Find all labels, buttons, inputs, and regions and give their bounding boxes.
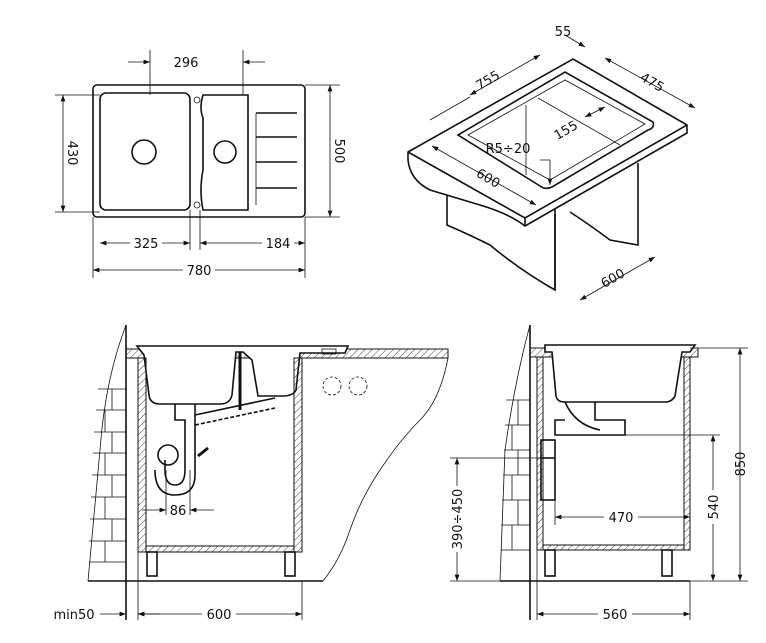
left-drain-icon	[131, 139, 157, 165]
dim-475: 475	[637, 70, 666, 95]
dim-850: 850	[734, 452, 749, 477]
dim-560: 560	[603, 608, 628, 623]
tap-hole-icon	[348, 376, 368, 396]
tap-hole-icon	[322, 376, 342, 396]
siphon-side	[540, 401, 626, 501]
sink-outline	[92, 84, 306, 218]
dim-780: 780	[187, 264, 212, 279]
dim-430: 430	[64, 141, 79, 166]
plan-view: 296 430 500 325 184 780	[55, 50, 346, 279]
dim-55: 55	[555, 25, 572, 40]
sink-opening	[456, 71, 655, 190]
dim-470: 470	[609, 511, 634, 526]
sink-profile-side	[544, 344, 697, 403]
dim-540: 540	[707, 495, 722, 520]
brick-wall	[89, 388, 126, 563]
cabinet-right	[569, 163, 639, 246]
dim-500: 500	[331, 139, 346, 164]
dim-600-cabinet: 600	[599, 266, 628, 291]
dim-86: 86	[170, 504, 187, 519]
isometric-view: 755 55 475 155 R5÷20 600 600	[407, 25, 696, 301]
right-drain-icon	[213, 140, 237, 164]
overflow-icon	[193, 96, 201, 104]
front-section: 86 min50 600	[53, 324, 449, 623]
dim-325: 325	[134, 237, 159, 252]
dim-radius: R5÷20	[486, 142, 531, 157]
dim-600-cabinet-width: 600	[207, 608, 232, 623]
dim-184: 184	[266, 237, 291, 252]
dim-min50: min50	[53, 608, 94, 623]
tap-hole-icon	[193, 201, 201, 209]
side-section: 850 540 470 390÷450 560	[449, 324, 749, 623]
left-bowl	[99, 92, 191, 211]
right-bowl	[200, 94, 249, 211]
dim-390-450: 390÷450	[451, 489, 466, 550]
drainer-grooves	[255, 112, 297, 205]
cabinet-left	[446, 183, 556, 292]
dim-296: 296	[174, 56, 199, 71]
dim-755: 755	[474, 68, 503, 93]
